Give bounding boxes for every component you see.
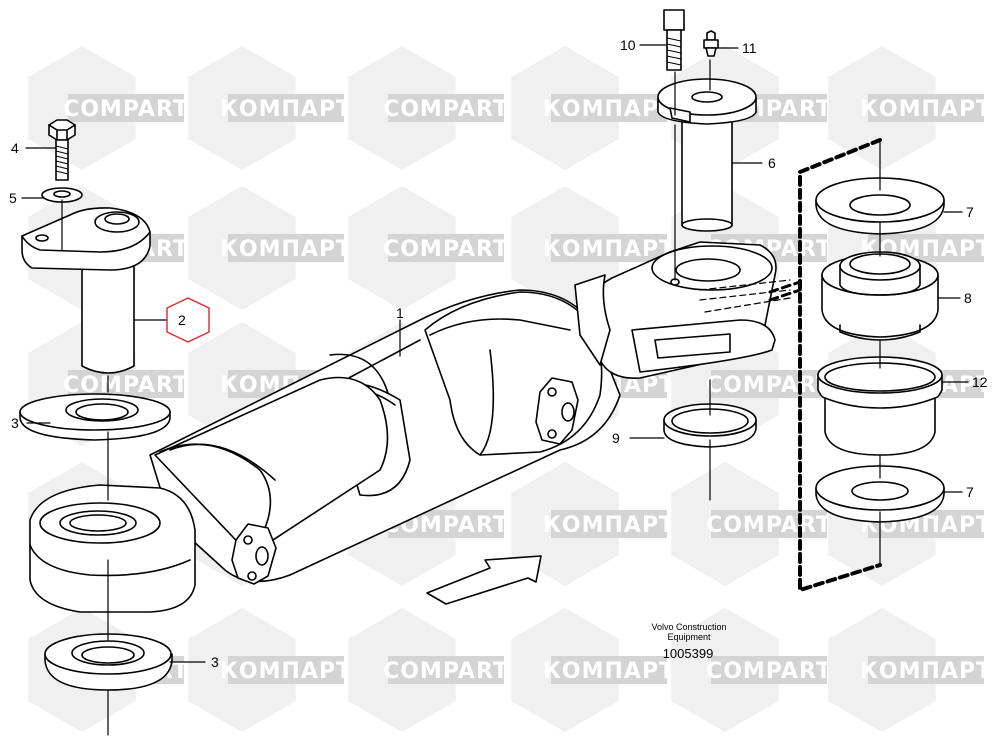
leader-lines <box>21 44 969 663</box>
watermark-text: COMPART <box>383 659 509 684</box>
callout-5: 5 <box>9 190 17 206</box>
callout-11: 11 <box>742 40 757 56</box>
watermark-text: КОМПАРТ <box>220 97 352 122</box>
callout-8: 8 <box>964 290 972 306</box>
watermark-banner <box>228 94 344 122</box>
watermark-banner <box>711 656 827 684</box>
watermark-text: КОМПАРТ <box>543 513 675 538</box>
washer-3-upper <box>19 393 171 441</box>
pin-with-plate-2 <box>21 207 151 374</box>
watermark-text: КОМПАРТ <box>543 659 675 684</box>
washer-7-lower <box>815 465 945 523</box>
dashed-connector <box>768 280 802 302</box>
watermark-text: COMPART <box>706 513 832 538</box>
watermark-banner <box>228 656 344 684</box>
axis-lines <box>61 59 881 736</box>
diagram-caption: Volvo Construction Equipment 1005399 <box>651 622 726 661</box>
watermark-text: COMPART <box>383 97 509 122</box>
callout-12: 12 <box>972 374 988 390</box>
watermark-banner <box>551 234 667 262</box>
bushing-8 <box>821 251 939 341</box>
watermark-text: COMPART <box>63 97 189 122</box>
callout-10: 10 <box>620 37 636 53</box>
watermark-text: КОМПАРТ <box>860 659 992 684</box>
watermark-banner <box>711 510 827 538</box>
callout-3-upper: 3 <box>11 415 19 431</box>
callout-9: 9 <box>612 430 620 446</box>
watermark-banner <box>388 94 504 122</box>
watermark-text: КОМПАРТ <box>220 237 352 262</box>
hydraulic-cylinder-1 <box>29 241 791 613</box>
watermark-text: COMPART <box>383 237 509 262</box>
watermark-text: COMPART <box>706 373 832 398</box>
caption-line-1: Volvo Construction <box>651 622 726 632</box>
bushing-12 <box>817 356 943 456</box>
retaining-ring-9 <box>663 403 757 448</box>
watermark-banner <box>388 234 504 262</box>
callout-2: 2 <box>178 312 186 328</box>
watermark-banner <box>868 656 984 684</box>
callout-7-lower: 7 <box>966 484 974 500</box>
watermark-banner <box>551 656 667 684</box>
callout-7-upper: 7 <box>966 204 974 220</box>
caption-line-2: Equipment <box>667 632 711 642</box>
washer-3-lower <box>44 633 173 691</box>
watermark-banner <box>388 656 504 684</box>
dashed-bracket <box>798 138 882 592</box>
watermark-text: КОМПАРТ <box>543 97 675 122</box>
watermark-banner <box>551 94 667 122</box>
callout-4: 4 <box>11 140 19 156</box>
callout-6: 6 <box>768 155 776 171</box>
watermark-banner <box>68 94 184 122</box>
callout-3-lower: 3 <box>211 654 219 670</box>
callout-1: 1 <box>396 305 404 321</box>
washer-7-upper <box>815 177 945 235</box>
callout-labels: 1 2 3 3 4 5 6 7 7 8 9 10 11 12 <box>9 37 988 670</box>
watermark-banner <box>551 510 667 538</box>
bolt-10 <box>663 9 685 71</box>
watermark-text: КОМПАРТ <box>220 659 352 684</box>
watermark-banner <box>711 370 827 398</box>
pin-with-cap-6 <box>657 78 757 232</box>
document-number: 1005399 <box>663 646 714 661</box>
bolt-4 <box>48 119 76 181</box>
watermark-text: КОМПАРТ <box>860 97 992 122</box>
direction-arrow <box>426 555 542 605</box>
highlight-hexagon <box>166 297 210 343</box>
watermark-banner <box>868 94 984 122</box>
watermark-banner <box>228 234 344 262</box>
watermark-text: COMPART <box>706 659 832 684</box>
watermark-text: КОМПАРТ <box>543 237 675 262</box>
